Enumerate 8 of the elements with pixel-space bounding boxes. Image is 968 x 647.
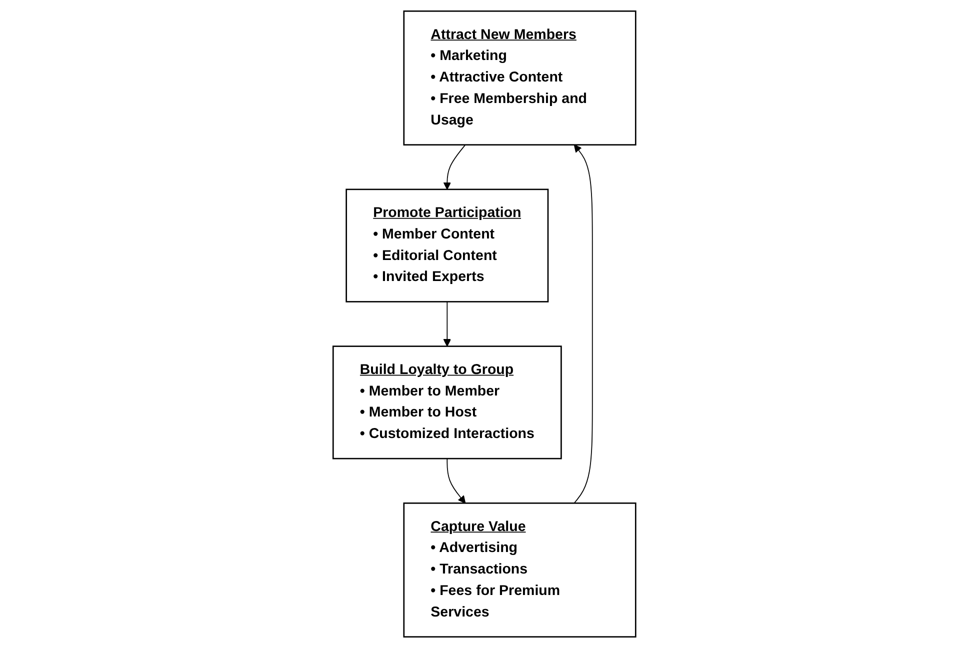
- arrow: [573, 144, 592, 504]
- arrow: [446, 458, 466, 503]
- node-box: Promote Participation • Member Content • Editorial Content • Invited Experts: [345, 188, 548, 302]
- arrow: [442, 300, 451, 346]
- node-box: Capture Value • Advertising • Transactions • Fees for Premium Services: [402, 502, 636, 638]
- arrow: [442, 144, 466, 190]
- node-box: Attract New Members • Marketing • Attractive Content • Free Membership and Usage: [402, 10, 636, 145]
- node-box: Build Loyalty to Group • Member to Member • Member to Host • Customized Interactions: [332, 345, 562, 459]
